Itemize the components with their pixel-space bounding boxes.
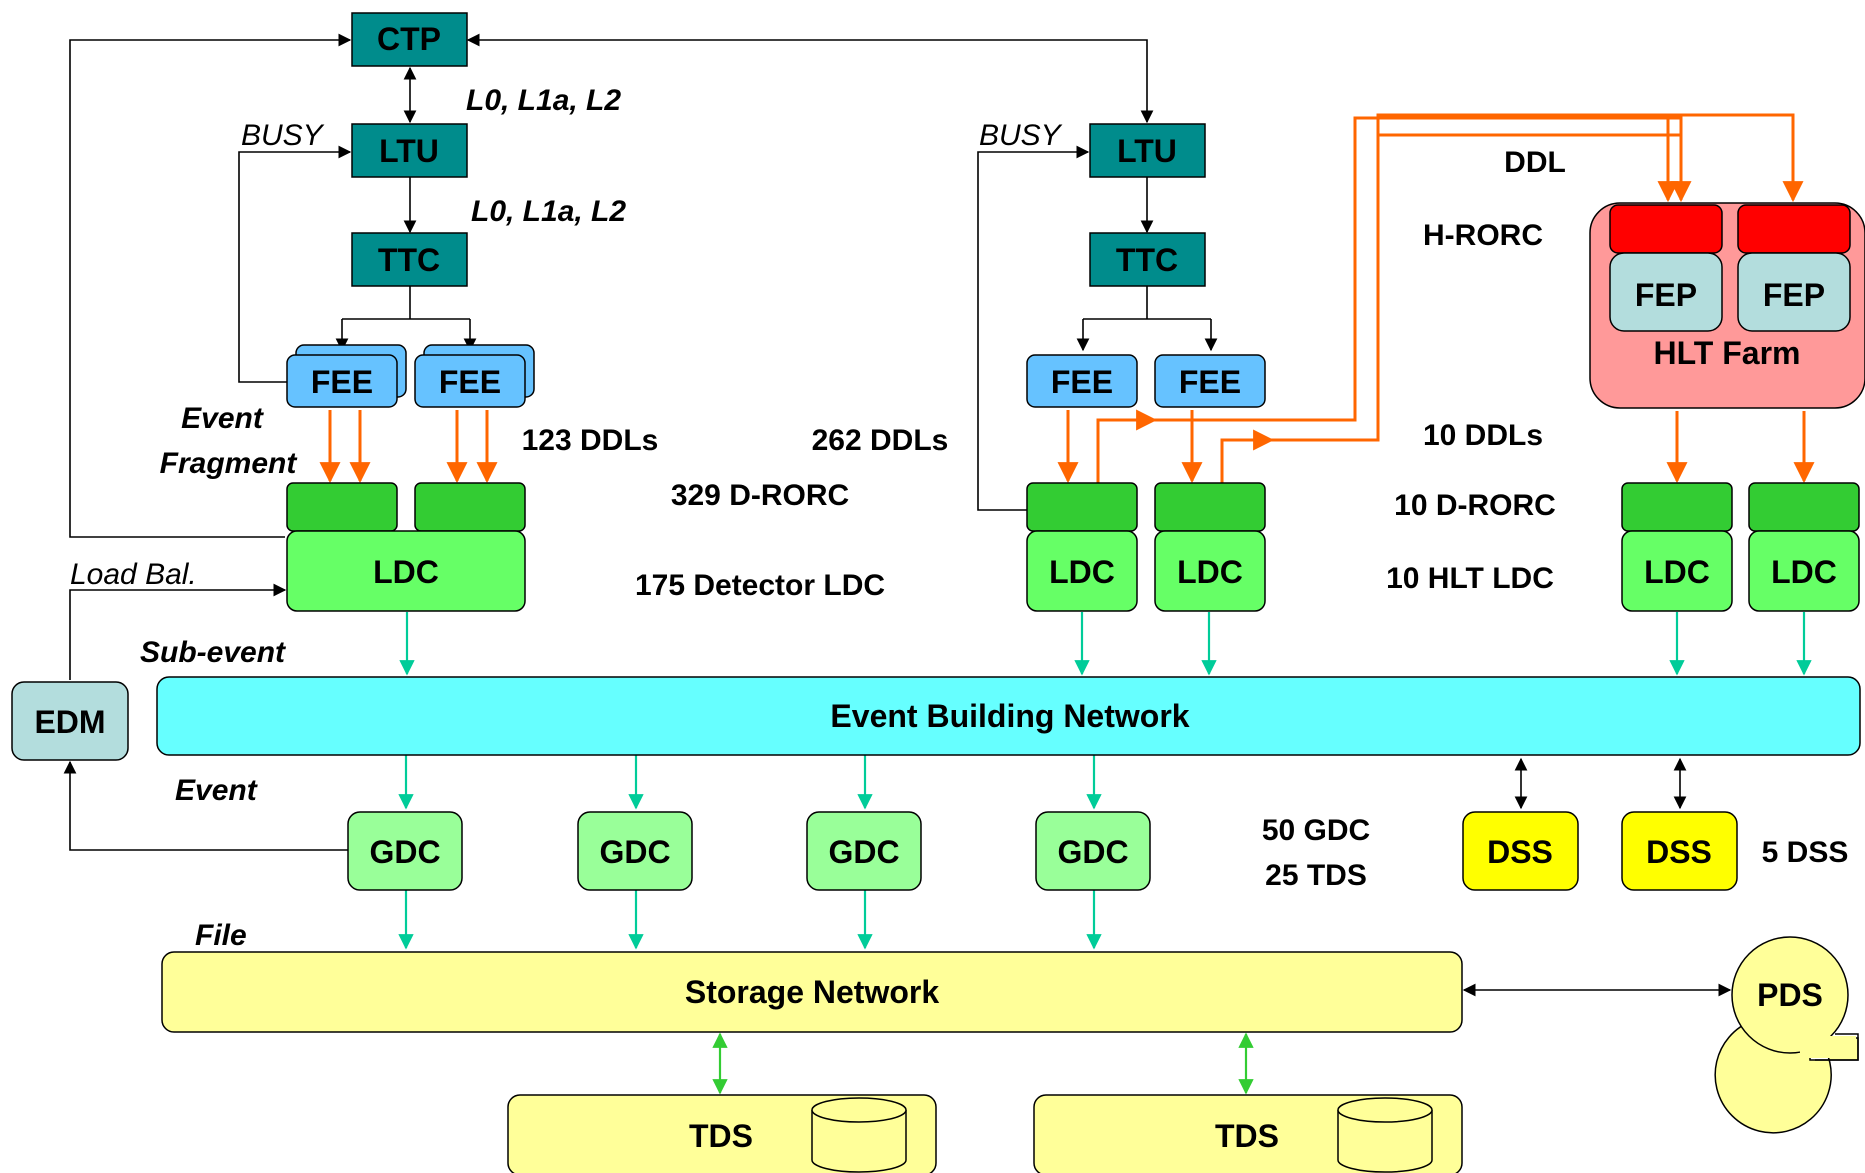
event-flow-arrows xyxy=(398,612,1812,950)
hrorc-feeds xyxy=(1355,113,1804,203)
hlt-farm-label: HLT Farm xyxy=(1654,335,1801,371)
gdc-label: GDC xyxy=(828,834,899,870)
hlt-farm: FEP FEP HLT Farm xyxy=(1589,202,1865,409)
event-fragment-label-2: Fragment xyxy=(160,447,299,480)
ldc-right-1: LDC xyxy=(1026,482,1138,612)
storage-network: Storage Network xyxy=(161,951,1463,1033)
fee-right-1: FEE xyxy=(1026,354,1138,408)
fep-2: FEP xyxy=(1737,252,1851,332)
gdc-4: GDC xyxy=(1035,811,1151,891)
database-icon xyxy=(1337,1097,1433,1173)
fee-left-1: FEE xyxy=(286,344,407,408)
event-building-network: Event Building Network xyxy=(156,676,1861,756)
ltu-box-left: LTU xyxy=(351,123,468,178)
busy-label-left: BUSY xyxy=(241,119,325,152)
edm-label: EDM xyxy=(34,704,105,740)
ttc-box-left: TTC xyxy=(351,232,468,287)
edm-box: EDM xyxy=(11,681,129,761)
ctp-label: CTP xyxy=(377,21,441,57)
tds-2: TDS xyxy=(1033,1094,1463,1173)
count-262-ddls: 262 DDLs xyxy=(812,424,949,457)
fep-1: FEP xyxy=(1609,252,1723,332)
svg-text:FEP: FEP xyxy=(1763,277,1825,313)
dss-1: DSS xyxy=(1462,811,1579,891)
load-bal-label: Load Bal. xyxy=(70,558,197,591)
fee-label: FEE xyxy=(1179,364,1241,400)
count-329-d-rorc: 329 D-RORC xyxy=(671,479,849,512)
count-10-d-rorc: 10 D-RORC xyxy=(1394,489,1556,522)
trigger-signals-1: L0, L1a, L2 xyxy=(466,84,621,117)
fee-label: FEE xyxy=(1051,364,1113,400)
ltu-box-right: LTU xyxy=(1089,123,1206,178)
ldc-label: LDC xyxy=(373,554,439,590)
d-rorc xyxy=(1026,482,1138,532)
d-rorc xyxy=(286,482,398,532)
ttc-label-right: TTC xyxy=(1116,242,1178,278)
fee-left-2: FEE xyxy=(414,344,535,408)
trigger-connectors xyxy=(63,33,1732,997)
count-123-ddls: 123 DDLs xyxy=(522,424,659,457)
tds-1: TDS xyxy=(507,1094,937,1173)
ldc-right-2: LDC xyxy=(1154,482,1266,612)
d-rorc xyxy=(1154,482,1266,532)
count-10-hlt-ldc: 10 HLT LDC xyxy=(1386,562,1554,595)
pds-tape-icon: PDS xyxy=(1714,936,1859,1134)
h-rorc-label: H-RORC xyxy=(1423,219,1543,252)
ldc-left-group: LDC xyxy=(286,482,526,612)
dss-label: DSS xyxy=(1487,834,1553,870)
count-10-ddls: 10 DDLs xyxy=(1423,419,1543,452)
storage-arrows xyxy=(712,1032,1254,1095)
pds-label: PDS xyxy=(1757,977,1823,1013)
count-5-dss: 5 DSS xyxy=(1762,836,1849,869)
d-rorc xyxy=(1621,482,1733,532)
ldc-label: LDC xyxy=(1049,554,1115,590)
dss-label: DSS xyxy=(1646,834,1712,870)
gdc-3: GDC xyxy=(806,811,922,891)
sub-event-label: Sub-event xyxy=(140,636,287,669)
ltu-label-right: LTU xyxy=(1117,133,1177,169)
storage-network-label: Storage Network xyxy=(685,974,939,1010)
ltu-label-left: LTU xyxy=(379,133,439,169)
gdc-label: GDC xyxy=(599,834,670,870)
gdc-label: GDC xyxy=(369,834,440,870)
fee-label: FEE xyxy=(439,364,501,400)
ldc-hlt-2: LDC xyxy=(1748,482,1860,612)
ldc-label: LDC xyxy=(1177,554,1243,590)
count-25-tds: 25 TDS xyxy=(1265,859,1367,892)
database-icon xyxy=(811,1097,907,1173)
event-fragment-label-1: Event xyxy=(181,402,265,435)
h-rorc-2 xyxy=(1737,204,1851,254)
svg-text:FEP: FEP xyxy=(1635,277,1697,313)
d-rorc xyxy=(1748,482,1860,532)
dss-2: DSS xyxy=(1621,811,1738,891)
count-175-detector-ldc: 175 Detector LDC xyxy=(635,569,885,602)
ldc-hlt-1: LDC xyxy=(1621,482,1733,612)
ldc-label: LDC xyxy=(1644,554,1710,590)
d-rorc xyxy=(414,482,526,532)
ttc-label-left: TTC xyxy=(378,242,440,278)
gdc-2: GDC xyxy=(577,811,693,891)
fee-label: FEE xyxy=(311,364,373,400)
ttc-box-right: TTC xyxy=(1089,232,1206,287)
event-label: Event xyxy=(175,774,259,807)
gdc-label: GDC xyxy=(1057,834,1128,870)
event-building-network-label: Event Building Network xyxy=(830,698,1189,734)
ctp-box: CTP xyxy=(351,12,468,67)
tds-label: TDS xyxy=(1215,1118,1279,1154)
h-rorc-1 xyxy=(1609,204,1723,254)
count-50-gdc: 50 GDC xyxy=(1262,814,1370,847)
gdc-1: GDC xyxy=(347,811,463,891)
trigger-signals-2: L0, L1a, L2 xyxy=(471,195,626,228)
tds-label: TDS xyxy=(689,1118,753,1154)
ddl-label: DDL xyxy=(1504,146,1566,179)
ldc-label: LDC xyxy=(1771,554,1837,590)
busy-label-right: BUSY xyxy=(979,119,1063,152)
file-label: File xyxy=(195,919,247,952)
fee-right-2: FEE xyxy=(1154,354,1266,408)
